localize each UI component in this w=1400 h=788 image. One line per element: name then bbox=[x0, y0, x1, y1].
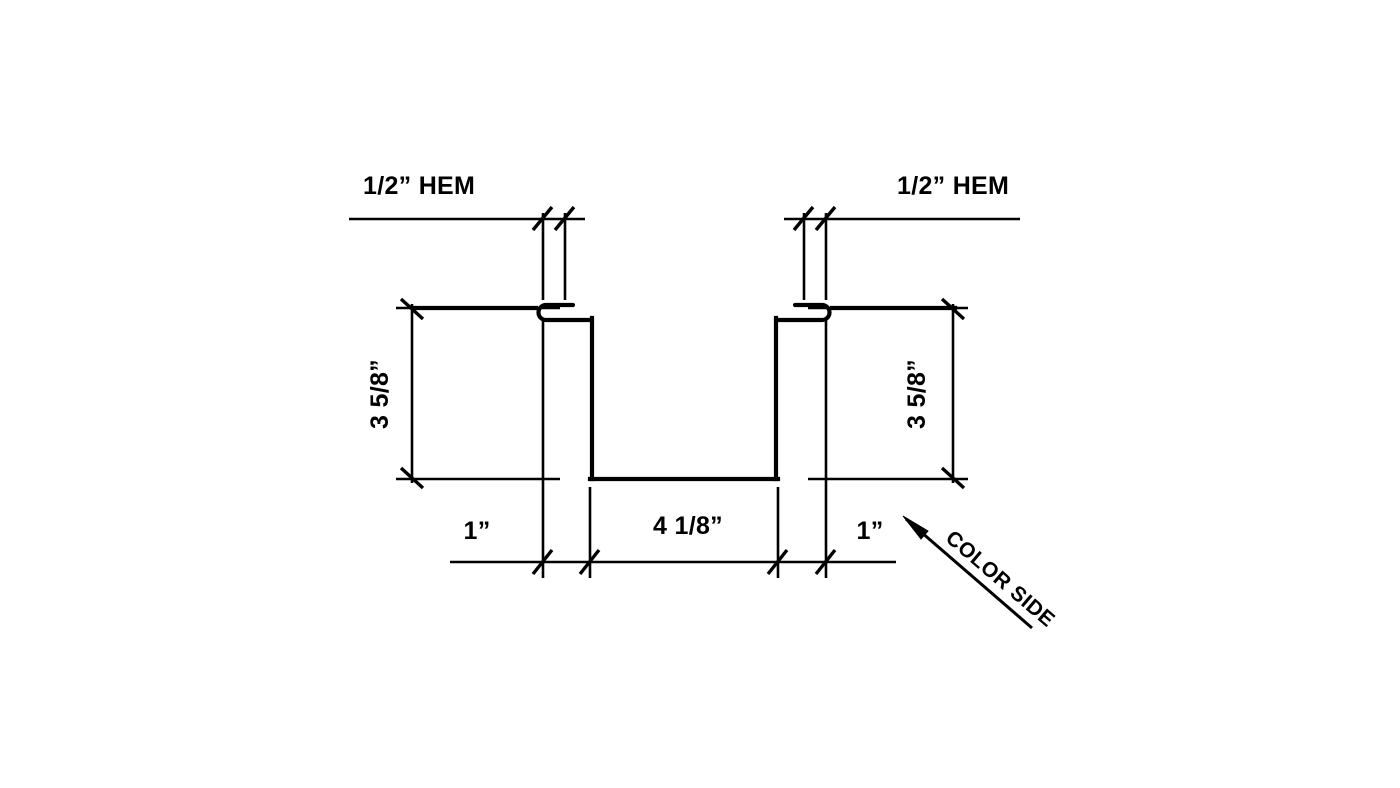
bottom-tick-1 bbox=[531, 548, 554, 576]
bottom-tick-3 bbox=[766, 548, 789, 576]
flange-left-label: 1” bbox=[463, 517, 490, 545]
hem-left-dimension-group bbox=[349, 205, 585, 300]
bottom-tick-4 bbox=[814, 548, 837, 576]
height-left-tick-bottom bbox=[399, 466, 425, 490]
color-side-annotation-group: COLOR SIDE bbox=[902, 515, 1059, 632]
metal-profile-geometry bbox=[410, 302, 958, 482]
hem-right-label: 1/2” HEM bbox=[897, 172, 1009, 200]
hem-right-dimension-group bbox=[784, 205, 1020, 300]
hem-left-label: 1/2” HEM bbox=[363, 172, 475, 200]
profile-right-hem-fold bbox=[773, 302, 832, 323]
height-right-tick-top bbox=[940, 297, 966, 321]
height-left-label: 3 5/8” bbox=[366, 359, 394, 429]
color-side-arrowhead bbox=[902, 515, 929, 540]
height-right-tick-bottom bbox=[940, 466, 966, 490]
profile-left-hem-fold bbox=[536, 302, 595, 323]
color-side-leader-line bbox=[905, 517, 1033, 630]
flange-right-label: 1” bbox=[856, 517, 883, 545]
height-left-dimension-group: 3 5/8” bbox=[366, 297, 560, 490]
color-side-label: COLOR SIDE bbox=[941, 526, 1059, 632]
bottom-tick-2 bbox=[578, 548, 601, 576]
height-left-tick-top bbox=[399, 297, 425, 321]
web-width-label: 4 1/8” bbox=[653, 512, 723, 540]
bottom-dimension-group: 1” 4 1/8” 1” bbox=[450, 318, 896, 578]
height-right-dimension-group: 3 5/8” bbox=[808, 297, 968, 490]
height-right-label: 3 5/8” bbox=[903, 359, 931, 429]
